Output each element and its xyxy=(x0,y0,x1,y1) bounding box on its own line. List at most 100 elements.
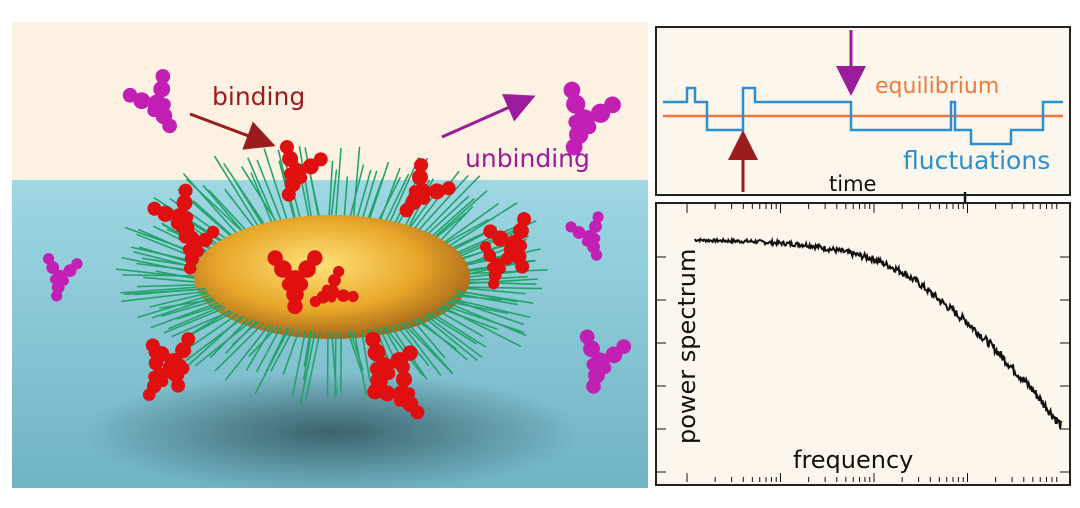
ligand-strand xyxy=(330,331,338,395)
antibody-domain xyxy=(512,222,529,239)
ligand-strand xyxy=(161,299,216,317)
ligand-strand xyxy=(395,324,430,367)
ligand-strand xyxy=(443,202,518,250)
ligand-strand xyxy=(225,320,257,354)
antibody-domain xyxy=(508,246,520,258)
antibodies xyxy=(42,69,632,420)
antibody-domain xyxy=(46,261,60,274)
antibody-domain xyxy=(183,261,197,275)
antibody-domain xyxy=(402,345,418,361)
antibody-domain xyxy=(42,253,55,265)
antibody-domain xyxy=(517,212,532,227)
ligand-strand xyxy=(115,268,203,280)
ligand-strand xyxy=(347,330,364,377)
antibody-domain xyxy=(295,277,309,291)
time-axis-label: time xyxy=(829,172,877,196)
ligand-strand xyxy=(360,170,378,225)
antibody-domain xyxy=(483,224,498,239)
ligand-strand xyxy=(168,305,223,330)
antibody-domain xyxy=(395,360,410,375)
time-trace-chart xyxy=(663,30,1063,192)
antibody-domain xyxy=(441,181,456,196)
ligand-strand xyxy=(151,297,213,319)
antibody xyxy=(309,265,359,308)
antibody-domain xyxy=(158,98,171,111)
ligand-strand xyxy=(263,327,288,376)
antibody-domain xyxy=(279,140,294,155)
unbinding-label: unbinding xyxy=(465,144,590,173)
antibody-domain xyxy=(515,259,530,274)
antibody-domain xyxy=(395,371,412,388)
power-spectrum-chart xyxy=(657,204,1069,482)
ligand-strand xyxy=(122,274,203,277)
ligand-strand xyxy=(327,160,334,223)
antibody-domain xyxy=(283,167,296,180)
antibody-domain xyxy=(586,358,600,371)
antibody-domain xyxy=(326,292,337,303)
antibody xyxy=(122,69,177,134)
antibody-domain xyxy=(328,273,341,287)
ligand-strand xyxy=(450,298,524,326)
antibody-domain xyxy=(369,362,383,376)
antibody-domain xyxy=(410,405,425,420)
antibody-domain xyxy=(412,169,429,186)
ligand-strand xyxy=(425,314,483,358)
antibody-domain xyxy=(581,236,592,247)
antibody-domain xyxy=(336,289,350,303)
ligand-strand xyxy=(304,330,321,402)
antibody-domain xyxy=(347,290,359,303)
antibody xyxy=(145,332,196,393)
binding-arrow xyxy=(189,112,276,150)
antibody-domain xyxy=(162,118,177,134)
ligand-strand xyxy=(214,322,264,372)
spectrum-curve xyxy=(694,236,1062,429)
antibody-domain xyxy=(616,339,632,354)
antibody-domain xyxy=(604,96,621,114)
antibody-domain xyxy=(579,329,595,345)
ligand-strand xyxy=(136,283,205,288)
ligand-strand xyxy=(438,307,498,330)
antibody-domain xyxy=(49,274,60,285)
ligand-strand xyxy=(163,307,226,334)
ligand-strand xyxy=(121,290,208,303)
antibody-domain xyxy=(309,296,321,308)
ligand-strand xyxy=(367,162,389,225)
ligand-strand xyxy=(143,276,204,284)
power-spectrum-panel: power spectrum frequency xyxy=(655,202,1071,486)
ligand-strand xyxy=(192,200,238,241)
ligand-strand xyxy=(402,322,454,375)
antibody-domain xyxy=(403,387,416,400)
ligand-strand xyxy=(282,329,300,375)
antibody xyxy=(565,211,604,261)
ligand-strand xyxy=(352,146,361,224)
antibody-domain xyxy=(181,211,194,224)
ligand-strand xyxy=(435,308,484,337)
antibody-domain xyxy=(176,362,190,375)
antibody-domain xyxy=(157,376,169,388)
antibody-domain xyxy=(379,385,396,402)
spectrum-x-axis-label: frequency xyxy=(793,446,914,474)
ligand-strand xyxy=(458,286,526,295)
ligand-strand xyxy=(149,292,209,308)
ligand-strand xyxy=(414,318,457,350)
antibody-domain xyxy=(313,152,328,167)
antibody-domain xyxy=(193,246,205,257)
ligand-strand xyxy=(134,287,206,296)
ligand-strand xyxy=(303,330,313,381)
equilibrium-label: equilibrium xyxy=(875,74,1000,99)
antibody-domain xyxy=(133,92,151,110)
ligand-strand xyxy=(299,330,317,406)
ligand-strand xyxy=(422,315,478,361)
antibody-domain xyxy=(155,69,171,84)
antibody-domain xyxy=(178,183,193,198)
antibody-domain xyxy=(148,371,159,382)
antibody-domain xyxy=(281,277,295,291)
ligand-strand xyxy=(427,313,477,345)
antibody-domain xyxy=(182,244,194,256)
antibody xyxy=(42,253,83,302)
ligand-strand xyxy=(210,318,249,359)
ligand-strand xyxy=(429,190,488,242)
antibody-domain xyxy=(153,80,171,98)
antibody xyxy=(579,329,632,394)
antibody-domain xyxy=(71,258,83,270)
